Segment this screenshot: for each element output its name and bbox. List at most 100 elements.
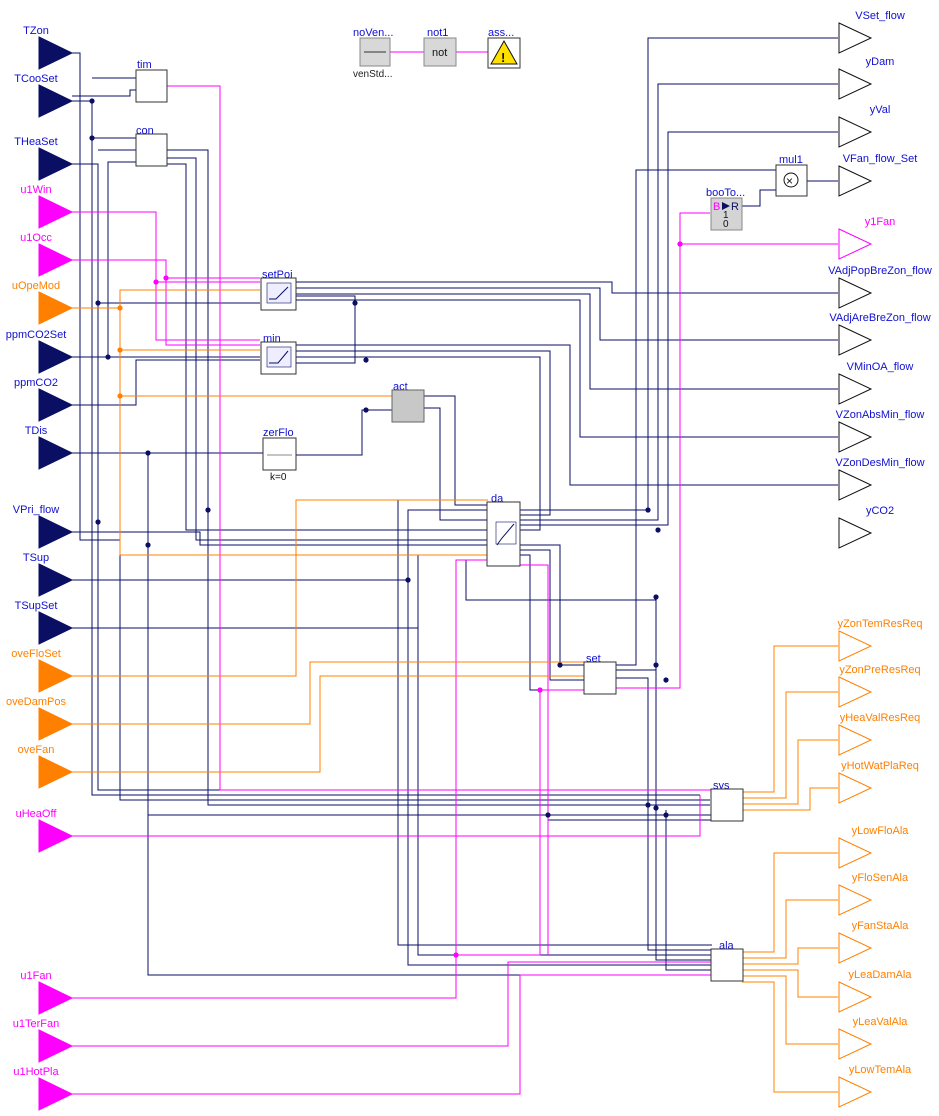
block-sys[interactable]: sys (710, 780, 744, 822)
output-label-yZonPreResReq: yZonPreResReq (839, 664, 920, 676)
output-label-yDam: yDam (866, 56, 895, 68)
block-zerFlo[interactable]: zerFlo k=0 (262, 427, 297, 483)
output-triangle-VMinOA_flow (838, 373, 873, 405)
output-label-VZonDesMin_flow: VZonDesMin_flow (835, 457, 924, 469)
input-triangle-TDis (38, 436, 74, 470)
input-oveFan[interactable]: oveFan (18, 744, 74, 789)
block-zerFlo-body (262, 437, 297, 471)
output-triangle-yFanStaAla (838, 932, 873, 964)
input-TCooSet[interactable]: TCooSet (14, 73, 74, 118)
output-triangle-yDam (838, 68, 873, 100)
output-triangle-yVal (838, 116, 873, 148)
block-booTo[interactable]: booTo... B R 1 0 (706, 187, 745, 231)
block-booTo-one: 1 (723, 210, 729, 221)
output-VAdjPopBreZon_flow[interactable]: VAdjPopBreZon_flow (828, 265, 932, 309)
output-triangle-VAdjAreBreZon_flow (838, 324, 873, 356)
multiply-symbol: × (786, 174, 793, 188)
output-VMinOA_flow[interactable]: VMinOA_flow (838, 361, 913, 405)
block-booTo-right: R (731, 201, 739, 213)
block-min[interactable]: min (260, 333, 297, 375)
output-label-yCO2: yCO2 (866, 505, 894, 517)
input-u1Fan[interactable]: u1Fan (20, 970, 74, 1015)
block-tim-label: tim (137, 59, 152, 71)
input-THeaSet[interactable]: THeaSet (14, 136, 74, 181)
block-not1[interactable]: not1 not (423, 27, 457, 67)
output-VSet_flow[interactable]: VSet_flow (838, 10, 905, 54)
input-triangle-uHeaOff (38, 819, 74, 853)
input-label-ppmCO2Set: ppmCO2Set (6, 329, 67, 341)
block-mul1[interactable]: mul1 × (775, 154, 808, 197)
input-label-uOpeMod: uOpeMod (12, 280, 60, 292)
input-uOpeMod[interactable]: uOpeMod (12, 280, 74, 325)
output-y1Fan[interactable]: y1Fan (838, 216, 895, 260)
input-u1TerFan[interactable]: u1TerFan (13, 1018, 74, 1063)
input-u1HotPla[interactable]: u1HotPla (13, 1066, 74, 1111)
output-VFan_flow_Set[interactable]: VFan_flow_Set (838, 153, 917, 197)
input-TSupSet[interactable]: TSupSet (15, 600, 74, 645)
output-yFanStaAla[interactable]: yFanStaAla (838, 920, 909, 964)
output-yFloSenAla[interactable]: yFloSenAla (838, 872, 909, 916)
output-label-yVal: yVal (870, 104, 891, 116)
output-yZonPreResReq[interactable]: yZonPreResReq (838, 664, 921, 708)
input-label-TDis: TDis (25, 425, 48, 437)
input-triangle-uOpeMod (38, 291, 74, 325)
output-VZonDesMin_flow[interactable]: VZonDesMin_flow (835, 457, 925, 501)
input-label-u1Occ: u1Occ (20, 232, 52, 244)
output-label-yLowFloAla: yLowFloAla (852, 825, 910, 837)
block-set[interactable]: set (583, 653, 617, 695)
block-dam[interactable]: da (486, 493, 521, 567)
input-triangle-TZon (38, 36, 74, 70)
block-not1-body (423, 37, 457, 67)
output-VZonAbsMin_flow[interactable]: VZonAbsMin_flow (836, 409, 925, 453)
output-yLeaValAla[interactable]: yLeaValAla (838, 1016, 908, 1060)
input-u1Occ[interactable]: u1Occ (20, 232, 74, 277)
input-VPri_flow[interactable]: VPri_flow (13, 504, 74, 549)
output-yLowFloAla[interactable]: yLowFloAla (838, 825, 910, 869)
output-yHeaValResReq[interactable]: yHeaValResReq (838, 712, 920, 756)
input-ppmCO2Set[interactable]: ppmCO2Set (6, 329, 74, 374)
block-ala-body (710, 948, 744, 982)
input-triangle-ppmCO2 (38, 388, 74, 422)
output-yHotWatPlaReq[interactable]: yHotWatPlaReq (838, 760, 919, 804)
input-u1Win[interactable]: u1Win (20, 184, 74, 229)
output-label-VAdjPopBreZon_flow: VAdjPopBreZon_flow (828, 265, 932, 277)
block-mul1-label: mul1 (779, 154, 803, 166)
input-oveFloSet[interactable]: oveFloSet (11, 648, 74, 693)
block-noVen[interactable]: noVen... venStd... (353, 27, 393, 80)
output-label-VZonAbsMin_flow: VZonAbsMin_flow (836, 409, 925, 421)
output-label-yFloSenAla: yFloSenAla (852, 872, 909, 884)
output-yLowTemAla[interactable]: yLowTemAla (838, 1064, 912, 1108)
block-tim[interactable]: tim (135, 59, 168, 103)
block-setPoi[interactable]: setPoi (260, 269, 297, 311)
input-triangle-oveDamPos (38, 707, 74, 741)
input-TSup[interactable]: TSup (23, 552, 74, 597)
block-ala[interactable]: ala (710, 940, 744, 982)
block-dam-body (486, 501, 521, 567)
output-yZonTemResReq[interactable]: yZonTemResReq (838, 618, 923, 662)
input-triangle-VPri_flow (38, 515, 74, 549)
input-TZon[interactable]: TZon (23, 25, 74, 70)
output-label-VSet_flow: VSet_flow (855, 10, 905, 22)
input-triangle-u1TerFan (38, 1029, 74, 1063)
input-label-u1HotPla: u1HotPla (13, 1066, 59, 1078)
output-label-VAdjAreBreZon_flow: VAdjAreBreZon_flow (829, 312, 930, 324)
output-label-yHotWatPlaReq: yHotWatPlaReq (841, 760, 919, 772)
input-oveDamPos[interactable]: oveDamPos (6, 696, 74, 741)
output-triangle-VFan_flow_Set (838, 165, 873, 197)
output-yDam[interactable]: yDam (838, 56, 895, 100)
output-yVal[interactable]: yVal (838, 104, 891, 148)
input-label-TCooSet: TCooSet (14, 73, 57, 85)
input-uHeaOff[interactable]: uHeaOff (16, 808, 74, 853)
wires (72, 37, 838, 1095)
input-ppmCO2[interactable]: ppmCO2 (14, 377, 74, 422)
block-ass[interactable]: ass... ! (487, 27, 521, 69)
output-VAdjAreBreZon_flow[interactable]: VAdjAreBreZon_flow (829, 312, 931, 356)
block-act[interactable]: act (391, 381, 425, 423)
block-con[interactable]: con (135, 125, 168, 167)
output-yCO2[interactable]: yCO2 (838, 505, 894, 549)
output-triangle-yFloSenAla (838, 884, 873, 916)
input-TDis[interactable]: TDis (25, 425, 74, 470)
output-yLeaDamAla[interactable]: yLeaDamAla (838, 969, 912, 1013)
